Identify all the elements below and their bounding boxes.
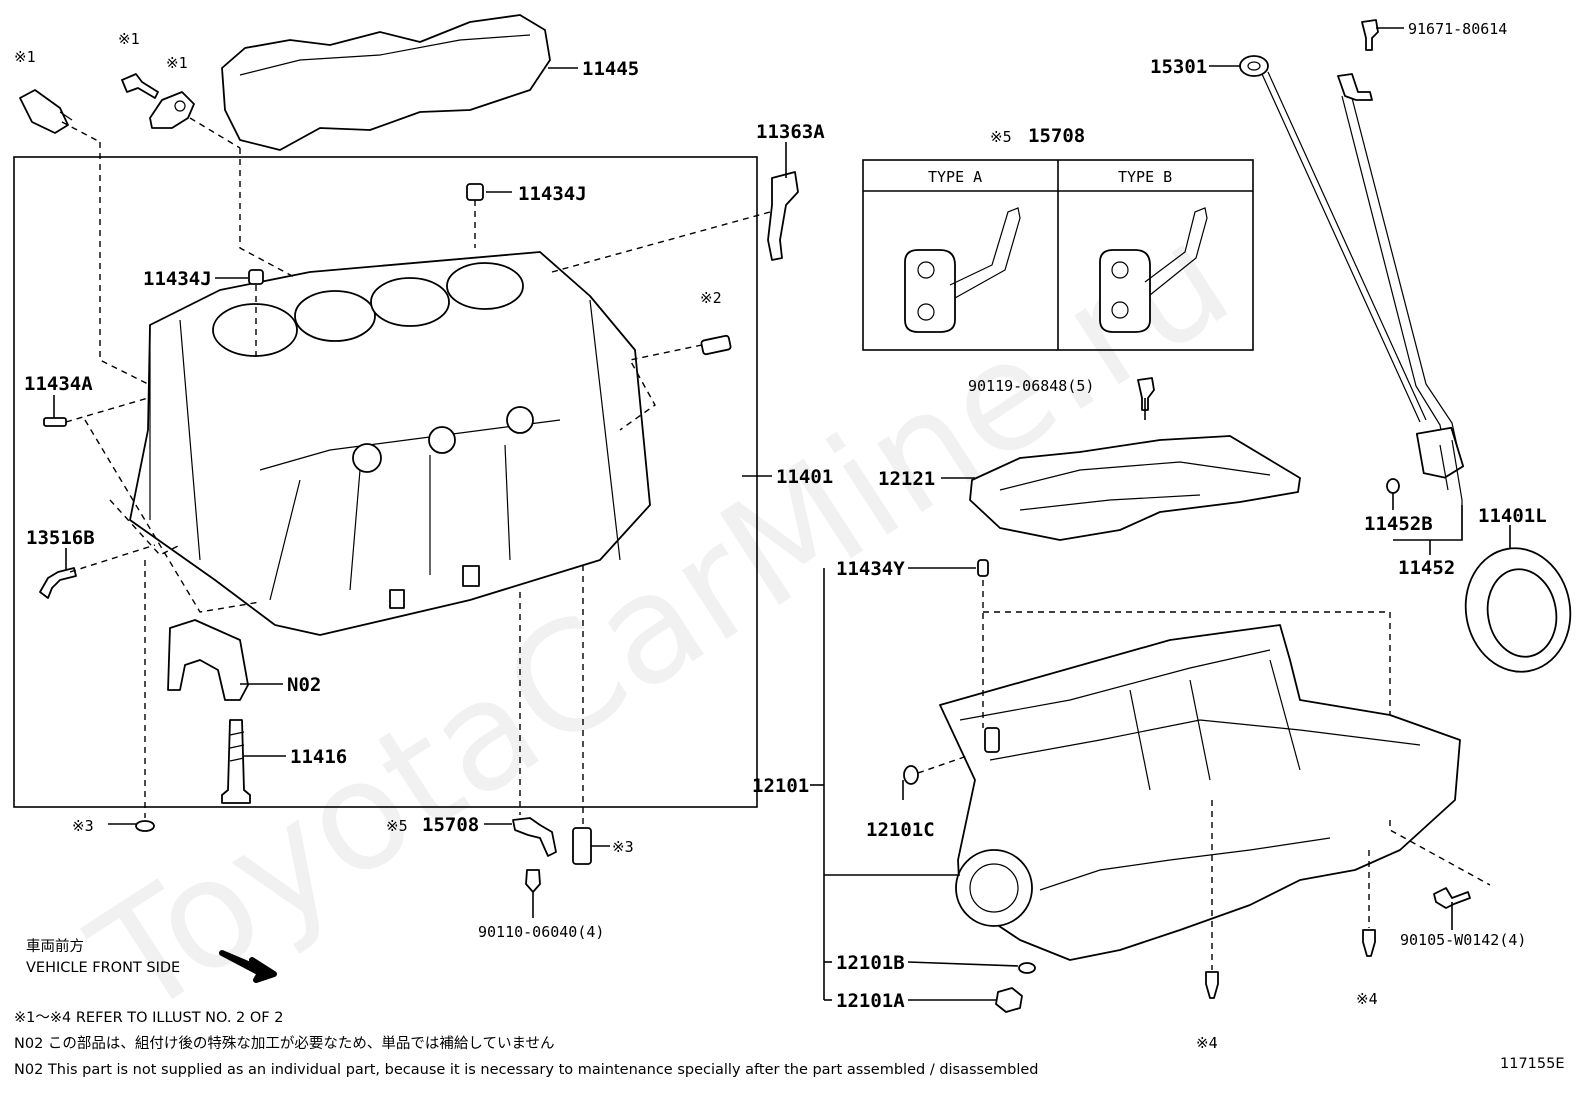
pin-11434j-top [466, 183, 484, 201]
gasket-12101b-illustration [1018, 962, 1036, 974]
label-11363a: 11363A [756, 121, 825, 143]
vehicle-front-en: VEHICLE FRONT SIDE [26, 960, 180, 976]
part-11416-illustration [221, 719, 251, 804]
label-90119: 90119-06848(5) [968, 377, 1094, 395]
part-91671-illustration [1361, 19, 1379, 51]
label-type-a: TYPE A [928, 168, 982, 186]
mark-1-sensor: ※1 [14, 48, 36, 66]
label-11452: 11452 [1398, 557, 1455, 579]
label-11434j-top: 11434J [518, 183, 587, 205]
label-12121: 12121 [878, 468, 935, 490]
cylinder-block-frame [13, 156, 758, 808]
label-90110: 90110-06040(4) [478, 923, 604, 941]
mark-1-bolt: ※1 [118, 30, 140, 48]
label-11452b: 11452B [1364, 513, 1433, 535]
label-15708-main: 15708 [422, 814, 479, 836]
vehicle-front-arrow [219, 950, 277, 983]
note-n02-en: N02 This part is not supplied as an indi… [14, 1062, 1039, 1078]
part-n02-illustration [167, 619, 249, 701]
oil-pan-12101-illustration [939, 624, 1461, 961]
dipstick-15301-illustration [1239, 55, 1427, 423]
plug-3-illustration [572, 827, 592, 865]
bolt-4b-illustration [1362, 929, 1376, 957]
mark-2: ※2 [700, 289, 722, 307]
mark-4-right: ※4 [1356, 990, 1378, 1008]
label-11416: 11416 [290, 746, 347, 768]
label-11401l: 11401L [1478, 505, 1547, 527]
mark-5-main: ※5 [386, 817, 408, 835]
label-11434j-left: 11434J [143, 268, 212, 290]
part-90105-illustration [1433, 887, 1471, 909]
mark-1-bracket: ※1 [166, 54, 188, 72]
note-refer: ※1～※4 REFER TO ILLUST NO. 2 OF 2 [14, 1010, 283, 1026]
label-90105: 90105-W0142(4) [1400, 931, 1526, 949]
ring-12101c-illustration [903, 765, 919, 785]
part-90119-illustration [1137, 377, 1155, 411]
pin-11434a [43, 417, 67, 427]
label-type-b: TYPE B [1118, 168, 1172, 186]
oil-seal-11401l-illustration [1464, 547, 1572, 673]
bolt-illustration [121, 73, 159, 99]
mark-3-washer: ※3 [72, 817, 94, 835]
label-12101a: 12101A [836, 990, 905, 1012]
drain-plug-12101a-illustration [995, 987, 1023, 1013]
mark-5-box: ※5 [990, 128, 1012, 146]
part-11445-illustration [221, 14, 551, 151]
part-90110-illustration [525, 869, 541, 893]
bolt-4a-illustration [1205, 971, 1219, 999]
label-13516b: 13516B [26, 527, 95, 549]
label-11434y: 11434Y [836, 558, 905, 580]
label-15301: 15301 [1150, 56, 1207, 78]
label-11445: 11445 [582, 58, 639, 80]
label-12101: 12101 [752, 775, 809, 797]
part-11363a-illustration [767, 171, 799, 261]
illustration-id: 117155E [1500, 1056, 1565, 1072]
label-12101c: 12101C [866, 819, 935, 841]
part-12121-illustration [969, 435, 1301, 541]
label-11401: 11401 [776, 466, 833, 488]
mark-3-plug: ※3 [612, 838, 634, 856]
pin-11434j-left [248, 269, 264, 285]
cylinder-block-illustration [129, 251, 651, 636]
pin-11434y [977, 559, 989, 577]
label-91671: 91671-80614 [1408, 20, 1507, 38]
leader-lines [53, 27, 1511, 1001]
type-selection-box [862, 159, 1254, 351]
guide-tube-11452-illustration [1337, 73, 1465, 540]
note-n02-jp: N02 この部品は、組付け後の特殊な加工が必要なため、単品では補給していません [14, 1035, 555, 1052]
label-15708-box: 15708 [1028, 125, 1085, 147]
part-15708-illustration [512, 817, 557, 857]
label-n02: N02 [287, 674, 321, 696]
label-11434a: 11434A [24, 373, 93, 395]
bracket-illustration [149, 91, 195, 129]
mark-4-left: ※4 [1196, 1034, 1218, 1052]
part-13516b-illustration [39, 567, 77, 599]
label-12101b: 12101B [836, 952, 905, 974]
vehicle-front-jp: 車両前方 [26, 938, 84, 955]
sensor-illustration [19, 89, 73, 134]
oring-11452b-illustration [1386, 478, 1400, 494]
pin-2 [700, 334, 732, 356]
washer-3-illustration [135, 820, 155, 832]
